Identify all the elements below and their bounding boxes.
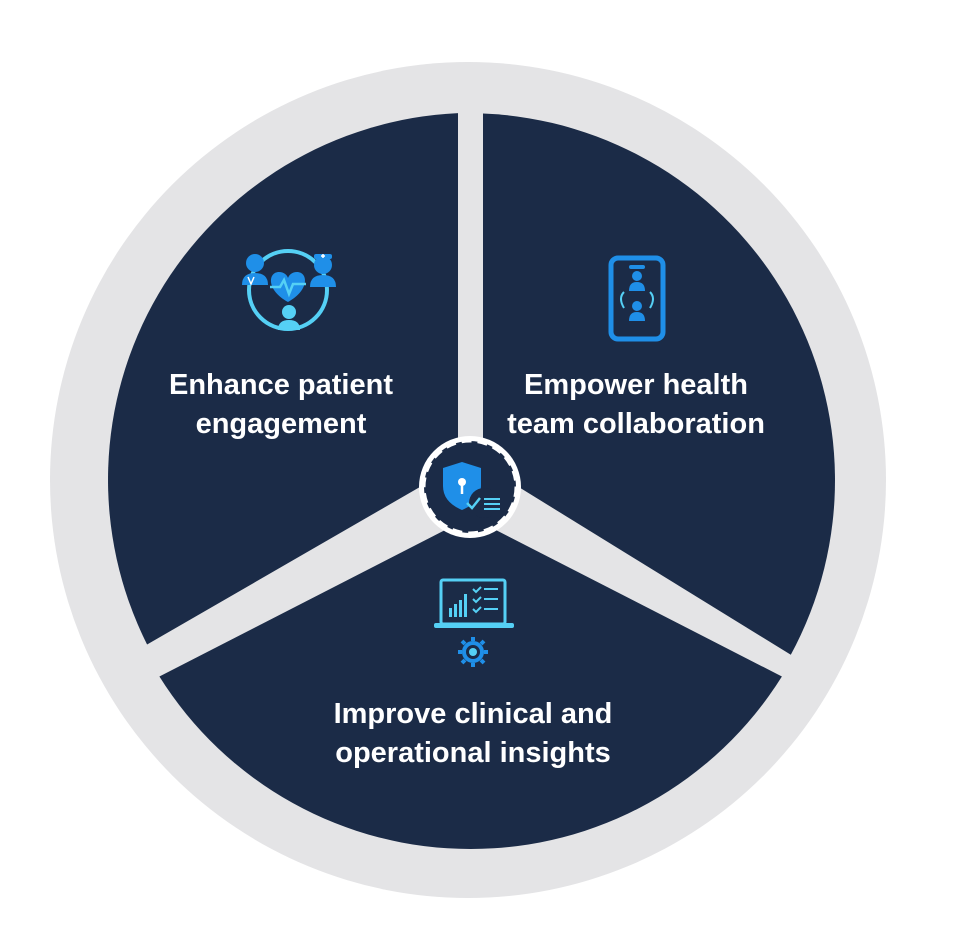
segment-team-collaboration-label-line1: Empower health: [524, 369, 748, 401]
segment-patient-engagement-label-line1: Enhance patient: [169, 369, 393, 401]
segment-team-collaboration-label-line2: team collaboration: [507, 408, 765, 440]
patient-care-team-icon: [242, 249, 336, 331]
segment-patient-engagement: [108, 113, 458, 645]
segment-clinical-insights-label-line1: Improve clinical and: [334, 698, 613, 730]
segment-clinical-insights-shape: [159, 517, 782, 850]
segment-clinical-insights-label-line2: operational insights: [335, 737, 611, 769]
segment-team-collaboration-shape: [483, 113, 835, 655]
segment-patient-engagement-shape: [108, 113, 458, 645]
gear-icon: [458, 637, 488, 667]
segment-clinical-insights: [159, 517, 782, 850]
shield-compliance-icon: [443, 462, 500, 518]
segment-team-collaboration: [483, 113, 835, 655]
segment-patient-engagement-label-line2: engagement: [196, 408, 367, 440]
mobile-collaboration-icon: [608, 255, 666, 342]
center-hub: [419, 436, 521, 538]
laptop-analytics-icon: [434, 578, 514, 628]
